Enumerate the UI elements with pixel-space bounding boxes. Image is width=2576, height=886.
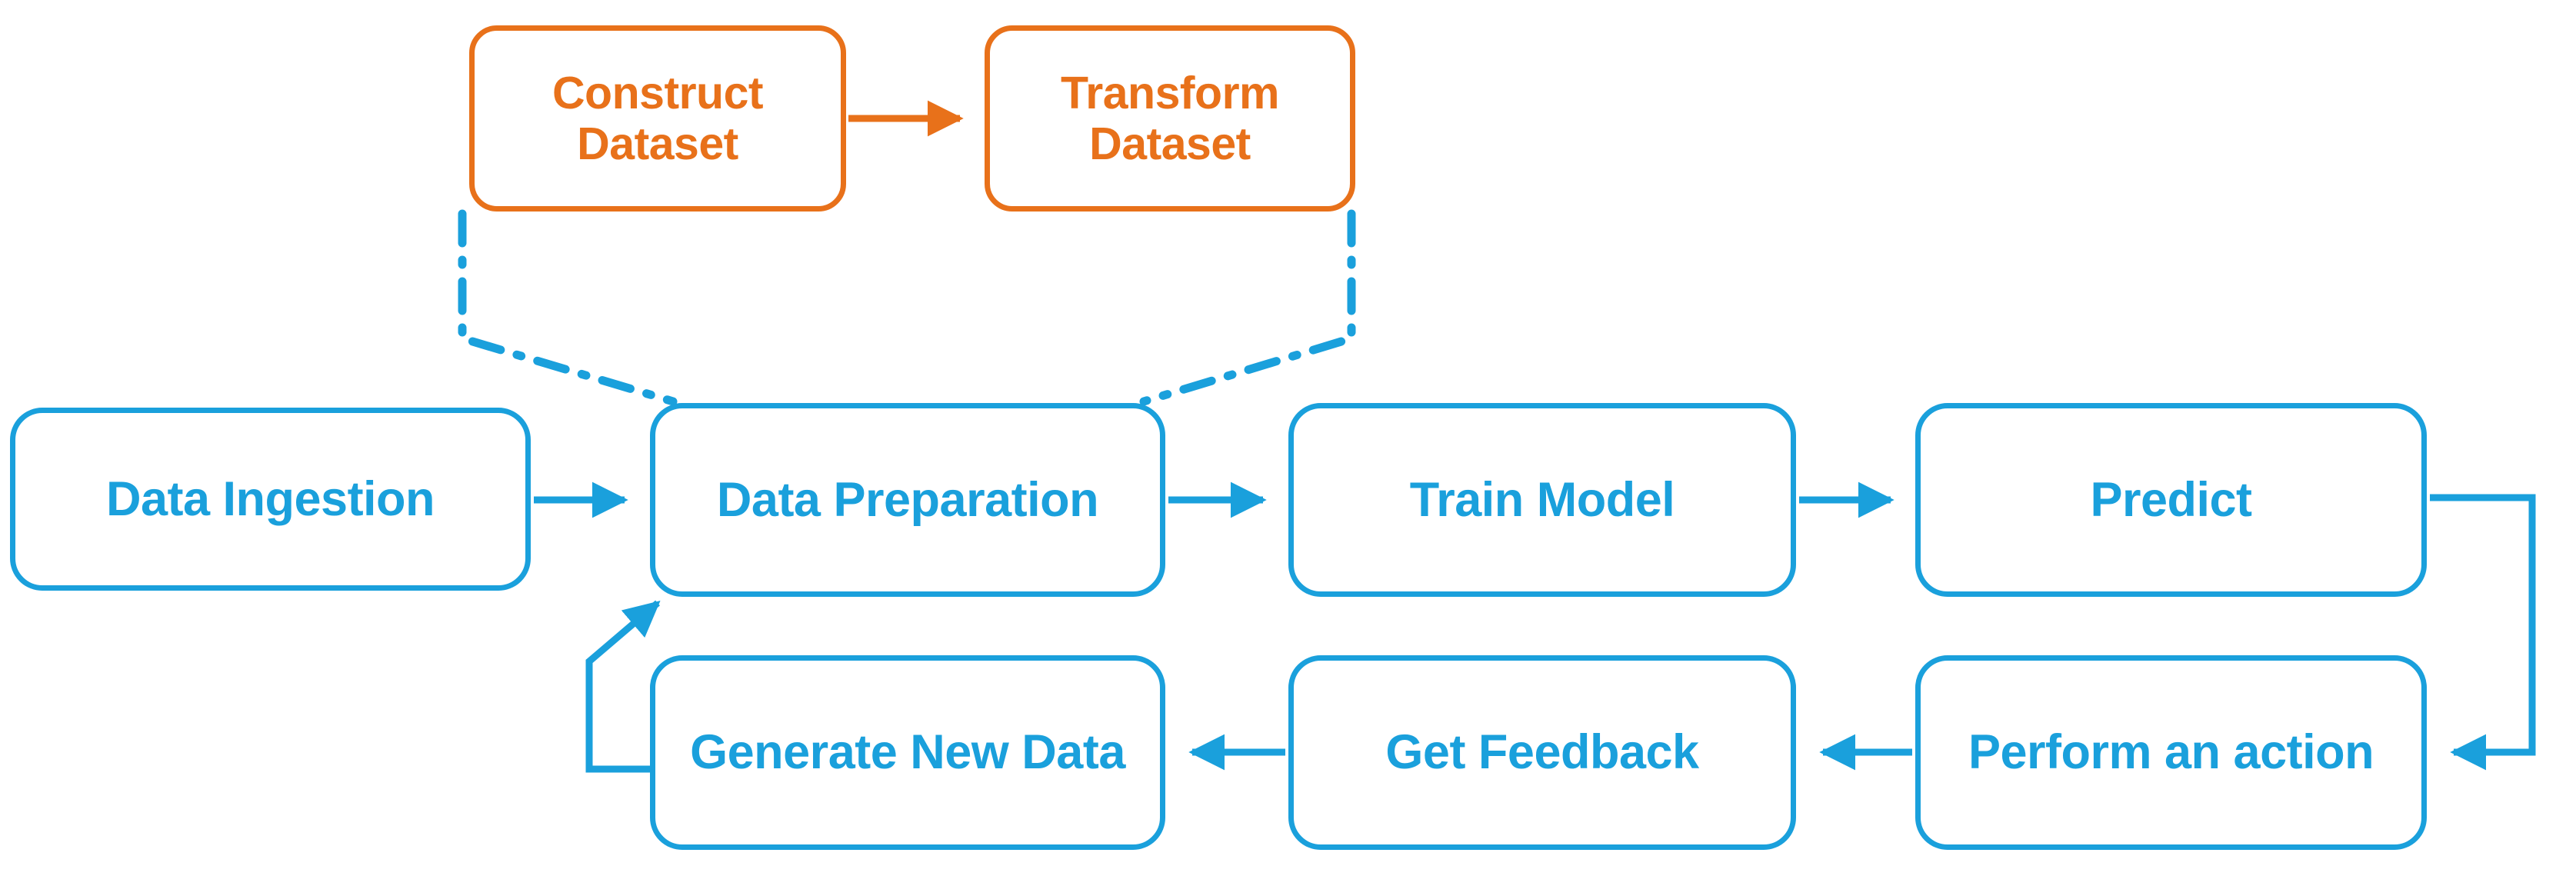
node-transform-dataset[interactable]: Transform Dataset bbox=[985, 25, 1355, 212]
node-generate-new-data-label: Generate New Data bbox=[690, 725, 1125, 780]
node-perform-an-action[interactable]: Perform an action bbox=[1915, 655, 2427, 850]
node-transform-dataset-label: Transform Dataset bbox=[1060, 67, 1280, 169]
node-train-model-label: Train Model bbox=[1409, 472, 1675, 527]
node-generate-new-data[interactable]: Generate New Data bbox=[650, 655, 1165, 850]
node-get-feedback[interactable]: Get Feedback bbox=[1288, 655, 1796, 850]
node-data-ingestion-label: Data Ingestion bbox=[105, 471, 435, 526]
node-train-model[interactable]: Train Model bbox=[1288, 403, 1796, 597]
edge-transform-to-preparation bbox=[1139, 209, 1356, 406]
node-get-feedback-label: Get Feedback bbox=[1385, 725, 1699, 780]
node-data-preparation[interactable]: Data Preparation bbox=[650, 403, 1165, 597]
edge-predict-to-perform-action bbox=[2430, 494, 2536, 771]
node-perform-an-action-label: Perform an action bbox=[1968, 725, 2374, 780]
edge-generate-data-to-preparation bbox=[585, 600, 661, 773]
node-data-preparation-label: Data Preparation bbox=[716, 472, 1099, 527]
node-predict-label: Predict bbox=[2090, 472, 2252, 527]
node-construct-dataset[interactable]: Construct Dataset bbox=[469, 25, 846, 212]
node-data-ingestion[interactable]: Data Ingestion bbox=[10, 408, 531, 591]
node-predict[interactable]: Predict bbox=[1915, 403, 2427, 597]
edge-construct-to-preparation bbox=[458, 209, 678, 406]
node-construct-dataset-label: Construct Dataset bbox=[552, 67, 764, 169]
